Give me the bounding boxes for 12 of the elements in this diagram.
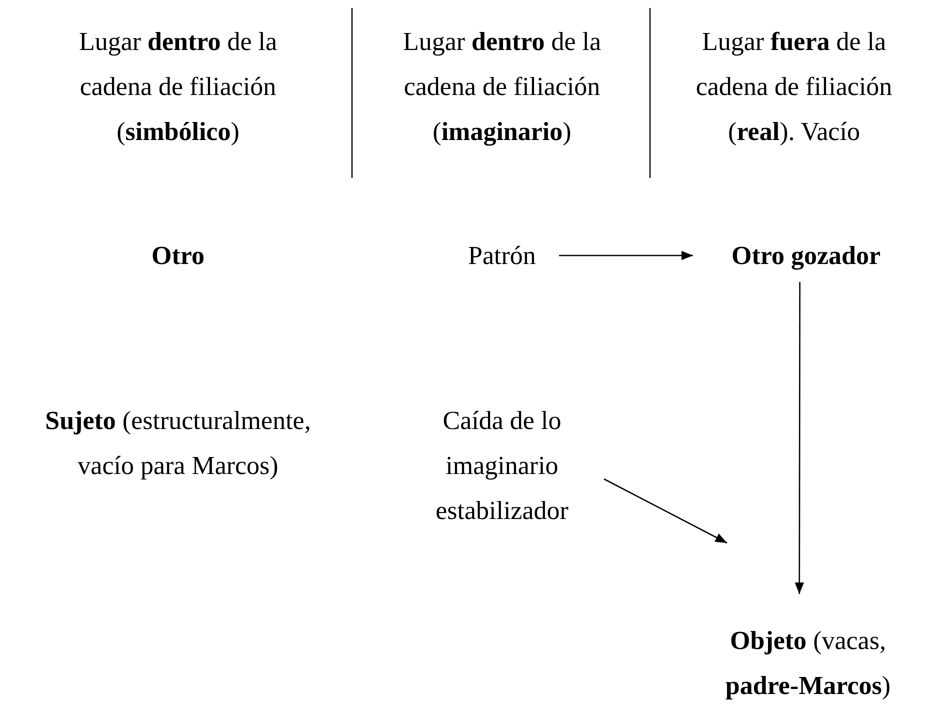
concept-text: Sujeto (estructuralmente, vacío para Marcos) xyxy=(18,398,338,488)
concept-text: Otro gozador xyxy=(703,233,909,278)
arrow xyxy=(559,250,693,260)
concept-text: Objeto (vacas, padre-Marcos) xyxy=(700,618,916,708)
concept-text: Caída de lo imaginario estabilizador xyxy=(412,398,592,533)
arrow xyxy=(604,478,728,544)
column-heading: Lugar dentro de la cadena de filiación (imaginario) xyxy=(402,26,602,148)
column-heading: Lugar dentro de la cadena de filiación (simbólico) xyxy=(78,26,278,148)
concept-text: Patrón xyxy=(455,233,549,278)
arrow xyxy=(794,282,804,594)
column-heading: Lugar fuera de la cadena de filiación (real). Vacío xyxy=(694,26,894,148)
concept-text: Otro xyxy=(128,233,228,278)
